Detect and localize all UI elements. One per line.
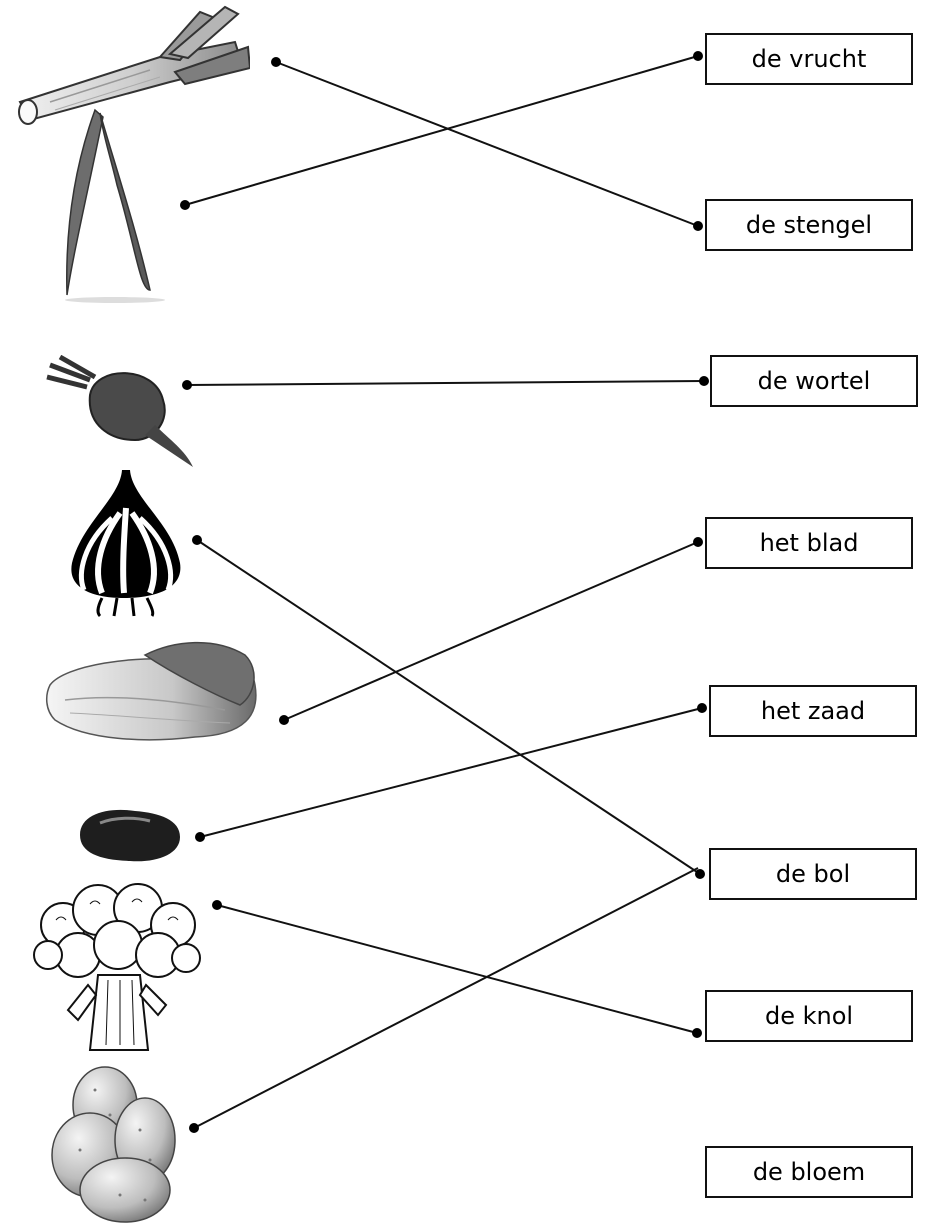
dot-beans	[180, 200, 190, 210]
dot-het-blad	[693, 537, 703, 547]
dot-onion	[192, 535, 202, 545]
dot-leek	[271, 57, 281, 67]
label-het-zaad[interactable]: het zaad	[709, 685, 917, 737]
dot-de-bloem	[692, 1028, 702, 1038]
label-het-blad[interactable]: het blad	[705, 517, 913, 569]
dot-seed	[195, 832, 205, 842]
dot-de-stengel	[693, 221, 703, 231]
label-de-wortel[interactable]: de wortel	[710, 355, 918, 407]
line-seed-to-het-zaad	[200, 708, 702, 837]
line-onion-to-de-bol	[197, 540, 700, 874]
line-beet-to-de-wortel	[187, 381, 704, 385]
label-de-knol[interactable]: de knol	[705, 990, 913, 1042]
line-cauliflower-to-de-bloem	[217, 905, 697, 1033]
dot-beet	[182, 380, 192, 390]
line-beans-to-de-vrucht	[185, 56, 698, 205]
label-de-bol[interactable]: de bol	[709, 848, 917, 900]
line-lettuce-to-het-blad	[284, 542, 698, 720]
label-de-stengel[interactable]: de stengel	[705, 199, 913, 251]
dot-het-zaad	[697, 703, 707, 713]
line-leek-to-de-stengel	[276, 62, 698, 226]
label-de-bloem[interactable]: de bloem	[705, 1146, 913, 1198]
dot-potatoes	[189, 1123, 199, 1133]
dot-de-bol	[695, 869, 705, 879]
dot-lettuce	[279, 715, 289, 725]
dot-de-wortel	[699, 376, 709, 386]
dot-cauliflower	[212, 900, 222, 910]
dot-de-vrucht	[693, 51, 703, 61]
label-de-vrucht[interactable]: de vrucht	[705, 33, 913, 85]
line-potatoes-to-de-knol	[194, 868, 698, 1128]
